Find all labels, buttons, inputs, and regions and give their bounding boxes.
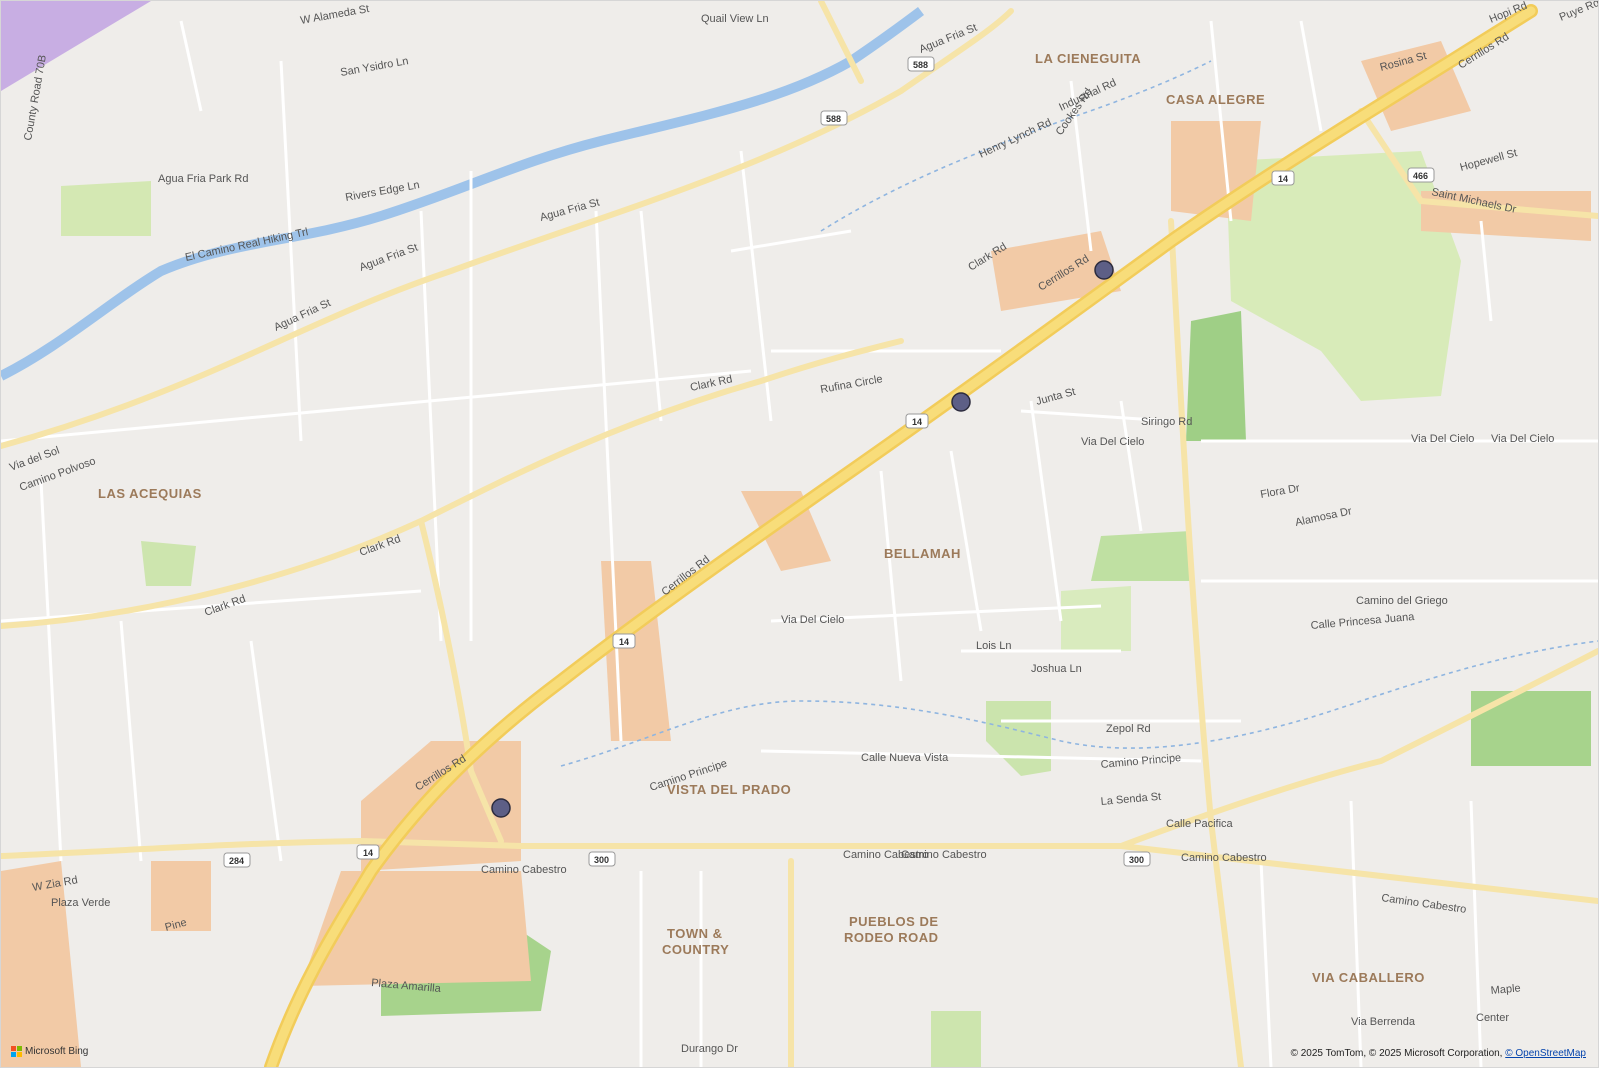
- route-shield: 300: [1123, 851, 1151, 867]
- minor-streets: [0, 20, 1598, 1068]
- svg-text:300: 300: [594, 855, 609, 865]
- svg-text:Lois Ln: Lois Ln: [976, 640, 1011, 652]
- location-marker[interactable]: [1094, 260, 1114, 280]
- svg-text:Calle Nueva Vista: Calle Nueva Vista: [861, 752, 949, 764]
- svg-text:Center: Center: [1476, 1012, 1509, 1024]
- route-shield: 466: [1407, 167, 1435, 183]
- osm-link[interactable]: © OpenStreetMap: [1505, 1048, 1586, 1059]
- hood-la-cieneguita: LA CIENEGUITA: [1035, 51, 1141, 66]
- svg-text:Joshua Ln: Joshua Ln: [1031, 663, 1082, 675]
- svg-text:466: 466: [1413, 171, 1428, 181]
- location-marker[interactable]: [951, 392, 971, 412]
- location-markers: [491, 260, 1114, 818]
- svg-text:Via Del Cielo: Via Del Cielo: [1491, 433, 1554, 445]
- svg-text:14: 14: [619, 637, 629, 647]
- svg-text:Durango Dr: Durango Dr: [681, 1043, 738, 1055]
- svg-text:Camino del Griego: Camino del Griego: [1356, 595, 1448, 607]
- svg-text:La Senda St: La Senda St: [1100, 791, 1161, 808]
- svg-text:Pine: Pine: [164, 917, 188, 934]
- route-shield: 14: [356, 844, 380, 860]
- arroyos: [560, 60, 1599, 767]
- hood-town-and: TOWN &: [667, 926, 722, 941]
- svg-text:588: 588: [913, 60, 928, 70]
- hood-bellamah: BELLAMAH: [884, 546, 961, 561]
- svg-text:300: 300: [1129, 855, 1144, 865]
- svg-text:284: 284: [229, 856, 244, 866]
- svg-text:Zepol Rd: Zepol Rd: [1106, 723, 1151, 735]
- hood-via-caballero: VIA CABALLERO: [1312, 970, 1425, 985]
- route-shield: 588: [907, 56, 935, 72]
- svg-text:588: 588: [826, 114, 841, 124]
- svg-text:Agua Fria Park Rd: Agua Fria Park Rd: [158, 173, 248, 185]
- attribution-text: © 2025 TomTom, © 2025 Microsoft Corporat…: [1290, 1048, 1506, 1059]
- hood-vista-del-prado: VISTA DEL PRADO: [667, 782, 791, 797]
- route-shield: 588: [820, 110, 848, 126]
- svg-text:Quail View Ln: Quail View Ln: [701, 13, 769, 25]
- svg-text:Plaza Verde: Plaza Verde: [51, 897, 110, 909]
- route-shield: 300: [588, 851, 616, 867]
- svg-text:Via Del Cielo: Via Del Cielo: [781, 614, 844, 626]
- route-shield: 14: [905, 413, 929, 429]
- bing-logo: Microsoft Bing: [11, 1046, 88, 1057]
- hood-country: COUNTRY: [662, 942, 729, 957]
- svg-text:14: 14: [912, 417, 922, 427]
- svg-text:Camino Cabestro: Camino Cabestro: [901, 849, 987, 861]
- svg-text:Via Berrenda: Via Berrenda: [1351, 1016, 1416, 1028]
- route-shield: 14: [612, 633, 636, 649]
- svg-text:14: 14: [1278, 174, 1288, 184]
- svg-text:Maple: Maple: [1490, 982, 1521, 997]
- route-shields: 588 588 14 466 14 14 14 284 300 300: [223, 56, 1435, 868]
- logo-text: Microsoft Bing: [25, 1046, 89, 1057]
- railway-area: [1, 1, 151, 91]
- hood-casa-alegre: CASA ALEGRE: [1166, 92, 1265, 107]
- route-shield: 284: [223, 852, 251, 868]
- map-attribution: © 2025 TomTom, © 2025 Microsoft Corporat…: [1291, 1048, 1586, 1059]
- route-shield: 14: [1271, 170, 1295, 186]
- hood-las-acequias: LAS ACEQUIAS: [98, 486, 202, 501]
- svg-text:Siringo Rd: Siringo Rd: [1141, 416, 1192, 428]
- hood-rodeo-road: RODEO ROAD: [844, 930, 939, 945]
- svg-text:Calle Pacifica: Calle Pacifica: [1166, 818, 1234, 830]
- neighborhood-labels: LA CIENEGUITA CASA ALEGRE LAS ACEQUIAS B…: [98, 51, 1425, 985]
- hood-pueblos-de: PUEBLOS DE: [849, 914, 939, 929]
- svg-text:Camino Cabestro: Camino Cabestro: [843, 849, 929, 861]
- svg-text:14: 14: [363, 848, 373, 858]
- location-marker[interactable]: [491, 798, 511, 818]
- svg-text:Via Del Cielo: Via Del Cielo: [1081, 436, 1144, 448]
- svg-text:Camino Cabestro: Camino Cabestro: [1181, 852, 1267, 864]
- svg-text:Via Del Cielo: Via Del Cielo: [1411, 433, 1474, 445]
- svg-text:Camino Cabestro: Camino Cabestro: [481, 864, 567, 876]
- microsoft-logo-icon: [11, 1046, 22, 1057]
